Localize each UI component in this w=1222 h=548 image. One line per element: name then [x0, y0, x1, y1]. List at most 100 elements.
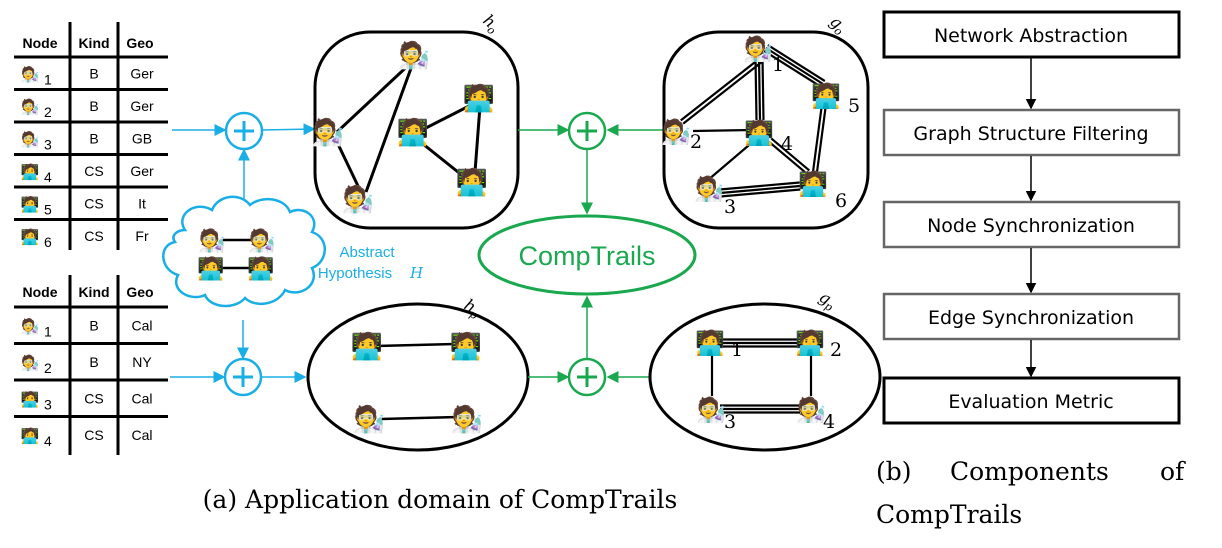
node-number: 1	[731, 339, 743, 361]
flow-step-box	[882, 108, 1181, 157]
scientist-icon: 🧑‍🔬	[796, 395, 826, 424]
graph-edge	[767, 44, 826, 82]
table-cell-node: 2	[44, 360, 52, 376]
arrow-plus-to-ho	[261, 123, 316, 136]
caption-b-line2: CompTrails	[876, 500, 1022, 529]
flow-step-evaluation-metric: Evaluation Metric	[948, 391, 1113, 413]
table-cell-kind: B	[89, 317, 98, 333]
graph-edge	[364, 59, 416, 193]
scientist-icon: 🧑‍🔬	[21, 316, 40, 335]
table-cell-kind: B	[89, 98, 98, 114]
table-cell-node: 3	[44, 136, 52, 152]
node-number: 2	[830, 339, 842, 361]
technologist-icon: 🧑‍💻	[21, 162, 40, 181]
graph-edge	[757, 57, 762, 121]
flow-step-network-abstraction: Network Abstraction	[934, 25, 1128, 47]
table-row: 🧑‍💻6 CS Fr	[21, 227, 149, 250]
technologist-icon: 🧑‍💻	[21, 227, 40, 246]
scientist-icon: 🧑‍🔬	[21, 97, 40, 116]
hypothesis-symbol: H	[409, 264, 424, 282]
flow-step-graph-structure-filtering: Graph Structure Filtering	[913, 123, 1148, 145]
scientist-icon: 🧑‍🔬	[696, 395, 726, 424]
table-cell-node: 3	[44, 396, 52, 412]
table-cell-geo: Cal	[131, 317, 152, 333]
caption-b-part: of	[1160, 457, 1186, 486]
table-cell-kind: CS	[84, 195, 103, 211]
plus-operator-green-top	[567, 111, 607, 151]
scientist-icon: 🧑‍🔬	[353, 403, 385, 435]
graph-edge	[335, 58, 416, 134]
graph-edge	[720, 188, 801, 198]
comptrails-node: CompTrails	[477, 214, 697, 296]
table-cell-kind: CS	[84, 228, 103, 244]
graph-edge	[417, 101, 476, 134]
node-number: 1	[772, 54, 784, 76]
table-cell-kind: B	[89, 354, 98, 370]
graph-edge	[754, 58, 758, 121]
node-number: 2	[690, 131, 702, 153]
table-cell-node: 5	[44, 201, 52, 217]
technologist-icon: 🧑‍💻	[21, 426, 40, 445]
scientist-icon: 🧑‍🔬	[694, 174, 724, 203]
table-row: 🧑‍🔬1 B Cal	[21, 316, 153, 339]
graph-edge	[765, 47, 824, 85]
flow-step-box	[882, 292, 1181, 341]
technologist-icon: 🧑‍💻	[351, 330, 383, 362]
table-cell-geo: Fr	[135, 228, 149, 244]
graph-g-p: g p 🧑‍💻 🧑‍💻 🧑‍🔬 🧑‍🔬 1 2 3 4	[648, 287, 882, 452]
table-cell-geo: GB	[132, 130, 152, 146]
graph-h-p: h p 🧑‍💻 🧑‍💻 🧑‍🔬 🧑‍🔬	[306, 295, 530, 452]
node-number: 3	[724, 411, 736, 433]
graph-edge	[417, 138, 469, 182]
graph-boundary	[306, 302, 530, 452]
graph-edge	[682, 60, 763, 125]
technologist-icon: 🧑‍💻	[397, 116, 429, 148]
hypothesis-label-line2: Hypothesis	[318, 265, 392, 282]
graph-boundary	[662, 30, 870, 230]
graph-edge	[379, 415, 459, 421]
table-cell-geo: NY	[132, 354, 152, 370]
technologist-icon: 🧑‍💻	[744, 118, 774, 147]
technologist-icon: 🧑‍💻	[463, 82, 495, 114]
graph-g-o: g o 🧑‍🔬 🧑‍🔬 🧑‍🔬 🧑‍💻 🧑‍💻 🧑‍💻 1 2 3 4 5 6	[661, 12, 870, 230]
flow-step-node-synchronization: Node Synchronization	[927, 215, 1135, 237]
comptrails-label: CompTrails	[518, 241, 655, 271]
table-cell-geo: Ger	[130, 163, 154, 179]
table-cell-kind: B	[89, 65, 98, 81]
technologist-icon: 🧑‍💻	[247, 255, 274, 282]
caption-b-part: (b)	[876, 457, 912, 486]
scientist-icon: 🧑‍🔬	[451, 403, 483, 435]
table-cell-geo: It	[138, 195, 146, 211]
flow-step-edge-synchronization: Edge Synchronization	[928, 307, 1134, 329]
graph-edge	[707, 139, 756, 181]
flow-step-box	[882, 10, 1181, 59]
green-connectors: CompTrails	[477, 111, 697, 397]
scientist-icon: 🧑‍🔬	[21, 129, 40, 148]
technologist-icon: 🧑‍💻	[695, 328, 725, 357]
node-number: 4	[823, 411, 835, 433]
node-number: 5	[848, 95, 860, 117]
components-flowchart: Network Abstraction Graph Structure Filt…	[882, 10, 1181, 425]
cloud-shape	[162, 195, 326, 308]
table-cell-kind: CS	[84, 390, 103, 406]
table-cell-kind: CS	[84, 163, 103, 179]
table-header-geo: Geo	[126, 284, 153, 300]
abstract-hypothesis-cloud: 🧑‍🔬 🧑‍🔬 🧑‍💻 🧑‍💻	[162, 195, 326, 308]
table-cell-geo: Cal	[131, 427, 152, 443]
scientist-icon: 🧑‍🔬	[312, 116, 344, 148]
flow-step-box	[882, 200, 1181, 249]
table-cell-node: 1	[44, 323, 52, 339]
graph-edge	[377, 342, 456, 348]
graph-edge	[719, 184, 801, 195]
scientist-icon: 🧑‍🔬	[661, 117, 691, 146]
scientist-icon: 🧑‍🔬	[398, 39, 430, 71]
table-cell-node: 6	[44, 234, 52, 250]
node-number: 4	[781, 133, 793, 155]
graph-edge	[761, 57, 765, 120]
graph-edge	[680, 57, 761, 122]
